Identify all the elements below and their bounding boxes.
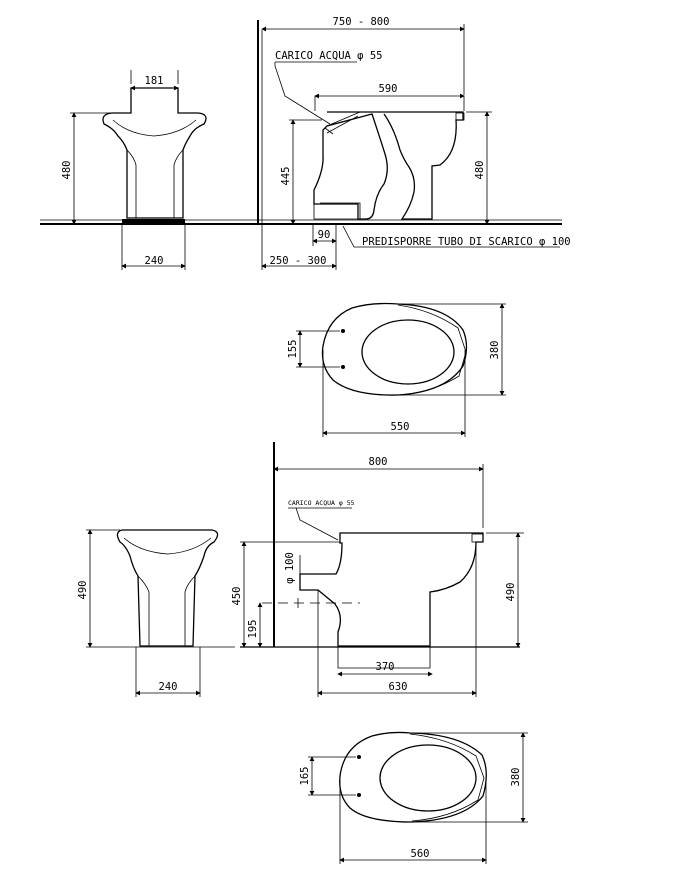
leader-inlet-top bbox=[274, 65, 331, 125]
dim-480-front: 480 bbox=[474, 161, 486, 180]
dim-240-top: 240 bbox=[145, 255, 164, 267]
leader-inlet-bottom bbox=[295, 507, 339, 541]
dim-165: 165 bbox=[299, 767, 311, 786]
fixing-hole bbox=[341, 329, 345, 333]
side-bowl-bottom bbox=[116, 529, 219, 647]
fixing-hole bbox=[341, 365, 345, 369]
dim-750-800: 750 - 800 bbox=[333, 16, 390, 28]
base-profile-bottom bbox=[337, 646, 431, 669]
plan-outline-top bbox=[321, 302, 468, 396]
dim-380-top: 380 bbox=[489, 341, 501, 360]
dim-250-300: 250 - 300 bbox=[270, 255, 327, 267]
dim-181: 181 bbox=[145, 75, 164, 87]
dim-490-front: 490 bbox=[505, 583, 517, 602]
side-bowl bbox=[102, 87, 207, 219]
label-carico-acqua-top: CARICO ACQUA φ 55 bbox=[275, 50, 382, 62]
dim-240-bottom: 240 bbox=[159, 681, 178, 693]
dim-380-bottom: 380 bbox=[510, 768, 522, 787]
plan-seat-hole-top bbox=[361, 319, 455, 385]
plan-seat-hole-bottom bbox=[379, 744, 477, 812]
fixing-hole bbox=[357, 793, 361, 797]
dim-450: 450 bbox=[231, 587, 243, 606]
dim-560: 560 bbox=[411, 848, 430, 860]
front-base-top bbox=[313, 202, 361, 220]
dim-445: 445 bbox=[280, 167, 292, 186]
dim-490-side: 490 bbox=[77, 581, 89, 600]
plan-outline-bottom bbox=[339, 731, 487, 823]
dim-90: 90 bbox=[318, 229, 331, 241]
fixing-hole bbox=[357, 755, 361, 759]
dim-550: 550 bbox=[391, 421, 410, 433]
top-side-view: 181 480 240 bbox=[40, 70, 562, 270]
bottom-side-view: 490 240 bbox=[77, 529, 235, 697]
dim-195: 195 bbox=[247, 620, 259, 639]
side-pedestal-bottom bbox=[137, 575, 196, 646]
label-carico-acqua-bottom: CARICO ACQUA φ 55 bbox=[288, 499, 355, 507]
side-pedestal bbox=[126, 149, 184, 218]
label-predisporre: PREDISPORRE TUBO DI SCARICO φ 100 bbox=[362, 236, 571, 248]
side-rim-bottom bbox=[123, 537, 212, 555]
dim-800: 800 bbox=[369, 456, 388, 468]
dim-370: 370 bbox=[376, 661, 395, 673]
front-bowl-bottom bbox=[299, 532, 484, 647]
dim-155: 155 bbox=[287, 340, 299, 359]
dim-590: 590 bbox=[379, 83, 398, 95]
dim-480-side: 480 bbox=[61, 161, 73, 180]
front-bowl-top bbox=[313, 111, 464, 220]
dim-phi-100: φ 100 bbox=[284, 552, 296, 584]
plan-seat-rim-top bbox=[397, 304, 467, 396]
bottom-front-view: 800 CARICO ACQUA φ 55 φ 100 450 195 490 … bbox=[231, 442, 524, 697]
inlet-pipe-top bbox=[324, 111, 361, 135]
bottom-plan-view: 165 560 380 bbox=[299, 731, 528, 864]
side-base-plate bbox=[122, 219, 185, 224]
top-front-view: 750 - 800 CARICO ACQUA φ 55 590 445 480 … bbox=[257, 16, 571, 270]
side-bowl-rim bbox=[112, 119, 197, 137]
plan-seat-rim-bottom bbox=[409, 733, 485, 822]
top-plan-view: 155 550 380 bbox=[287, 302, 506, 437]
dim-630: 630 bbox=[389, 681, 408, 693]
leader-drain-top bbox=[342, 225, 560, 248]
